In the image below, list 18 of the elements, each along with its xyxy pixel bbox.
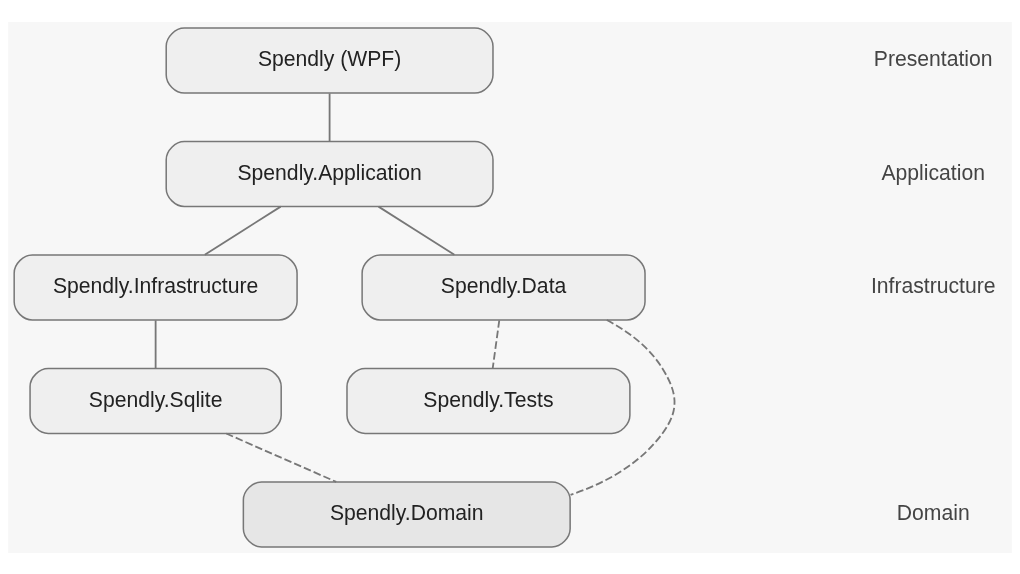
- label: Domain: [896, 500, 970, 524]
- node-box: Spendly.Infrastructure: [13, 253, 298, 321]
- connector: [154, 318, 157, 369]
- connector: [225, 432, 338, 483]
- node-box: Spendly (WPF): [165, 26, 494, 94]
- node-box: Spendly.Application: [165, 140, 494, 207]
- label: Presentation: [873, 46, 993, 70]
- connector: [203, 205, 282, 256]
- label: Infrastructure: [870, 273, 996, 297]
- label: Application: [881, 160, 985, 184]
- node-box: Spendly.Data: [361, 253, 646, 321]
- connector: [377, 205, 456, 256]
- connector: [328, 92, 331, 142]
- node-box: Spendly.Sqlite: [29, 367, 282, 434]
- connector: [491, 318, 501, 369]
- connector: [569, 318, 676, 496]
- node-box: Spendly.Domain: [242, 480, 571, 548]
- node-box: Spendly.Tests: [346, 367, 631, 434]
